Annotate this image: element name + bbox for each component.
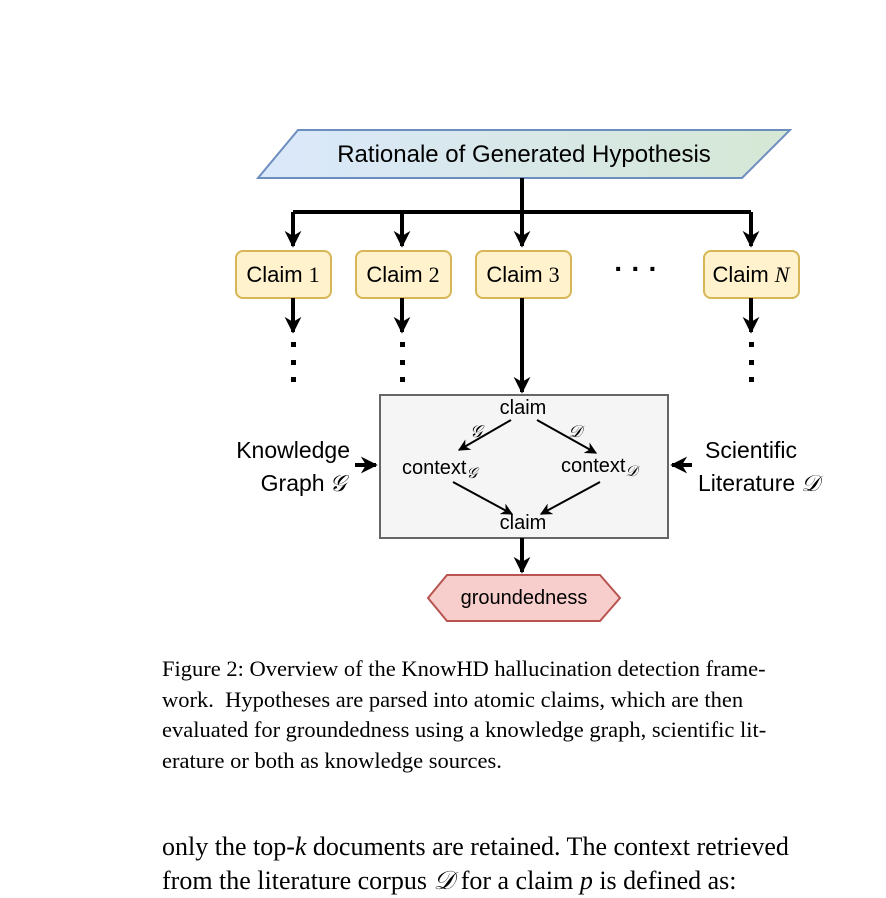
hypothesis-rationale-box: Rationale of Generated Hypothesis [255,129,793,179]
claim-box-2: Claim 2 [355,250,452,299]
vertical-dots [291,342,754,382]
claim-3-index: 3 [549,262,560,287]
framework-diagram: Rationale of Generated Hypothesis Claim 1… [235,129,824,622]
claim-n-index: N [774,262,791,287]
process-claim-bottom: claim [500,512,547,534]
claim-n-label: Claim [713,262,769,287]
edge-label-lit: 𝒟 [568,422,585,441]
claim-2-label: Claim [366,262,422,287]
context-kg-label: context𝒢 [402,457,479,482]
claim-3-label: Claim [486,262,542,287]
body-paragraph: only the top-k documents are retained. T… [162,830,886,898]
caption-line-3: evaluated for groundedness using a knowl… [162,717,767,742]
hypothesis-rationale-label: Rationale of Generated Hypothesis [337,141,711,168]
context-lit-label: context𝒟 [561,455,640,480]
claim-box-3: Claim 3 [475,250,572,299]
claim-1-label: Claim [246,262,302,287]
process-claim-top: claim [500,397,547,419]
groundedness-label: groundedness [461,587,588,609]
claims-ellipsis: · · · [614,253,658,284]
claim-down-arrows [284,298,760,394]
claim-1-index: 1 [309,262,320,287]
claim-2-index: 2 [429,262,440,287]
lit-line1: Scientific [705,437,797,463]
distribution-connectors [284,178,760,248]
caption-line-4: erature or both as knowledge sources. [162,747,502,773]
body-line-2: from the literature corpus 𝒟 for a claim… [162,866,737,895]
kg-line1: Knowledge [236,437,350,463]
groundedness-output: groundedness [426,574,622,622]
caption-line-1: Figure 2: Overview of the KnowHD halluci… [162,656,766,681]
body-line-1: only the top-k documents are retained. T… [162,832,789,861]
edge-label-kg: 𝒢 [470,422,485,441]
verification-process-box: claim 𝒢 𝒟 context𝒢 context𝒟 claim [379,394,669,539]
claim-box-1: Claim 1 [235,250,332,299]
caption-line-2: work. Hypotheses are parsed into atomic … [162,686,744,712]
figure-caption: Figure 2: Overview of the KnowHD halluci… [162,654,886,776]
